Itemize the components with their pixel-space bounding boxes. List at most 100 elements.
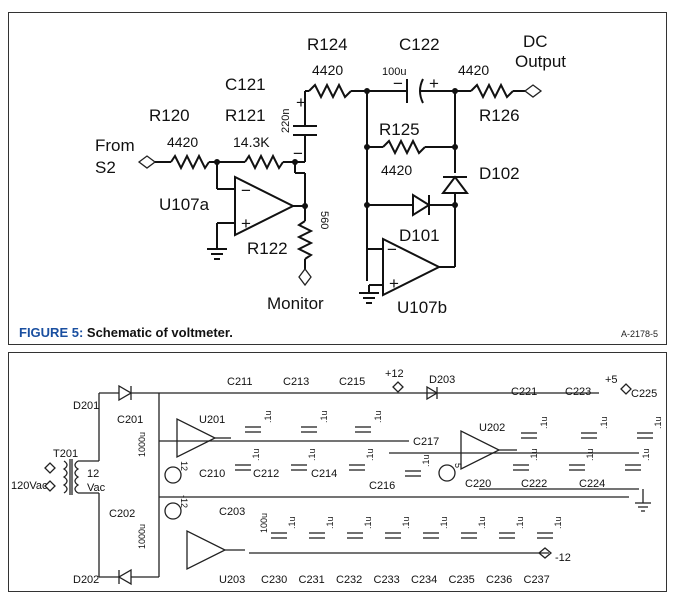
monitor-terminal bbox=[298, 267, 312, 287]
label-d101: D101 bbox=[399, 226, 440, 245]
input-terminal bbox=[137, 155, 157, 169]
label-bottom-capacitor: C232 bbox=[336, 574, 362, 586]
label-cap-value: .1u bbox=[401, 516, 411, 529]
label-s2: S2 bbox=[95, 158, 116, 177]
label-120vac: 120Vac bbox=[11, 480, 48, 492]
label-c210: C210 bbox=[199, 468, 225, 480]
label-dc: DC bbox=[523, 32, 548, 51]
label-c215: C215 bbox=[339, 376, 365, 388]
label-reg-minus12: -12 bbox=[179, 495, 189, 508]
voltmeter-schematic-panel: R124 4420 C122 100u − + DC Output 4420 R… bbox=[8, 12, 667, 345]
diode-d101 bbox=[412, 193, 431, 217]
label-c221: C221 bbox=[511, 386, 537, 398]
label-u202: U202 bbox=[479, 422, 505, 434]
label-d202: D202 bbox=[73, 574, 99, 586]
label-u107a-plus: + bbox=[241, 214, 251, 233]
diode-d202 bbox=[117, 568, 132, 586]
plus12-terminal bbox=[392, 381, 404, 393]
label-output: Output bbox=[515, 52, 566, 71]
label-bottom-capacitor: C230 bbox=[261, 574, 287, 586]
label-c217: C217 bbox=[413, 436, 439, 448]
regulator-u201 bbox=[176, 417, 217, 459]
resistor-r122 bbox=[296, 220, 314, 260]
resistor-r121 bbox=[244, 153, 284, 171]
opamp-u107b bbox=[382, 237, 442, 297]
label-from: From bbox=[95, 136, 135, 155]
resistor-r124 bbox=[308, 82, 352, 100]
label-c203: C203 bbox=[219, 506, 245, 518]
label-cap-value: .1u bbox=[307, 448, 317, 461]
label-d201: D201 bbox=[73, 400, 99, 412]
label-cap-value: .1u bbox=[373, 410, 383, 423]
label-cap-value: .1u bbox=[553, 516, 563, 529]
resistor-r120 bbox=[170, 153, 210, 171]
resistor-r126 bbox=[470, 82, 514, 100]
figure-caption-prefix: FIGURE 5: bbox=[19, 325, 84, 340]
label-minus12: -12 bbox=[555, 552, 571, 564]
label-cap-value: .1u bbox=[539, 416, 549, 429]
label-r122: R122 bbox=[247, 239, 288, 258]
label-c222: C222 bbox=[521, 478, 547, 490]
label-c201-value: 1000u bbox=[137, 432, 147, 457]
dc-output-terminal bbox=[523, 84, 543, 98]
label-plus5: +5 bbox=[605, 374, 618, 386]
label-cap-value: .1u bbox=[287, 516, 297, 529]
regulator-u203 bbox=[186, 529, 227, 571]
label-bottom-capacitor: C234 bbox=[411, 574, 437, 586]
label-bottom-capacitor: C235 bbox=[449, 574, 475, 586]
diode-d102 bbox=[441, 175, 469, 194]
label-u107b: U107b bbox=[397, 298, 447, 317]
label-bottom-capacitor: C237 bbox=[524, 574, 550, 586]
label-d102: D102 bbox=[479, 164, 520, 183]
label-bottom-capacitor: C236 bbox=[486, 574, 512, 586]
label-vac: Vac bbox=[87, 482, 106, 494]
label-bottom-capacitor: C231 bbox=[299, 574, 325, 586]
label-c202-value: 1000u bbox=[137, 524, 147, 549]
label-cap-value: .1u bbox=[263, 410, 273, 423]
label-u107a: U107a bbox=[159, 195, 210, 214]
bypass-capacitors-top bbox=[245, 426, 653, 439]
label-r125-value: 4420 bbox=[381, 162, 412, 178]
label-r120: R120 bbox=[149, 106, 190, 125]
label-c122-minus: − bbox=[393, 74, 403, 93]
label-cap-value: .1u bbox=[515, 516, 525, 529]
opamp-u107a bbox=[234, 175, 296, 237]
label-c122-value: 100u bbox=[382, 66, 406, 78]
label-c225: C225 bbox=[631, 388, 657, 400]
label-c220: C220 bbox=[465, 478, 491, 490]
voltmeter-schematic: R124 4420 C122 100u − + DC Output 4420 R… bbox=[95, 32, 566, 317]
figure-reference-code: A-2178-5 bbox=[620, 329, 658, 339]
label-cap-value: .1u bbox=[251, 448, 261, 461]
label-12: 12 bbox=[87, 468, 99, 480]
label-c121: C121 bbox=[225, 75, 266, 94]
label-c213: C213 bbox=[283, 376, 309, 388]
bypass-capacitors-middle bbox=[235, 464, 641, 477]
label-u201: U201 bbox=[199, 414, 225, 426]
label-c212: C212 bbox=[253, 468, 279, 480]
plus5-terminal bbox=[620, 383, 632, 395]
label-c216: C216 bbox=[369, 480, 395, 492]
ac-input-terminal bbox=[44, 462, 56, 474]
figure-caption: FIGURE 5: Schematic of voltmeter. bbox=[19, 325, 233, 340]
diode-d203 bbox=[426, 385, 439, 401]
label-bottom-capacitor: C233 bbox=[374, 574, 400, 586]
bottom-capacitor-labels: C230 C231 C232 C233 C234 C235 C236 C237 bbox=[261, 574, 550, 586]
transformer-t201 bbox=[62, 460, 68, 494]
label-cap-value: .1u bbox=[529, 448, 539, 461]
ground-ring bbox=[438, 464, 456, 482]
label-r121-value: 14.3K bbox=[233, 134, 270, 150]
label-c214: C214 bbox=[311, 468, 337, 480]
label-r124: R124 bbox=[307, 35, 348, 54]
label-r126-value: 4420 bbox=[458, 62, 489, 78]
label-c223: C223 bbox=[565, 386, 591, 398]
label-c122-plus: + bbox=[429, 74, 439, 93]
label-cap-value: .1u bbox=[641, 448, 651, 461]
label-cap-value: .1u bbox=[319, 410, 329, 423]
power-supply-schematic: D201 C201 U201 1000u T201 120Vac 12 Vac … bbox=[11, 368, 663, 586]
label-cap-value: .1u bbox=[653, 416, 663, 429]
label-c211: C211 bbox=[227, 376, 252, 388]
power-supply-schematic-panel: D201 C201 U201 1000u T201 120Vac 12 Vac … bbox=[8, 352, 667, 592]
label-c201: C201 bbox=[117, 414, 143, 426]
resistor-r125 bbox=[382, 138, 426, 156]
label-cap-value: .1u bbox=[439, 516, 449, 529]
